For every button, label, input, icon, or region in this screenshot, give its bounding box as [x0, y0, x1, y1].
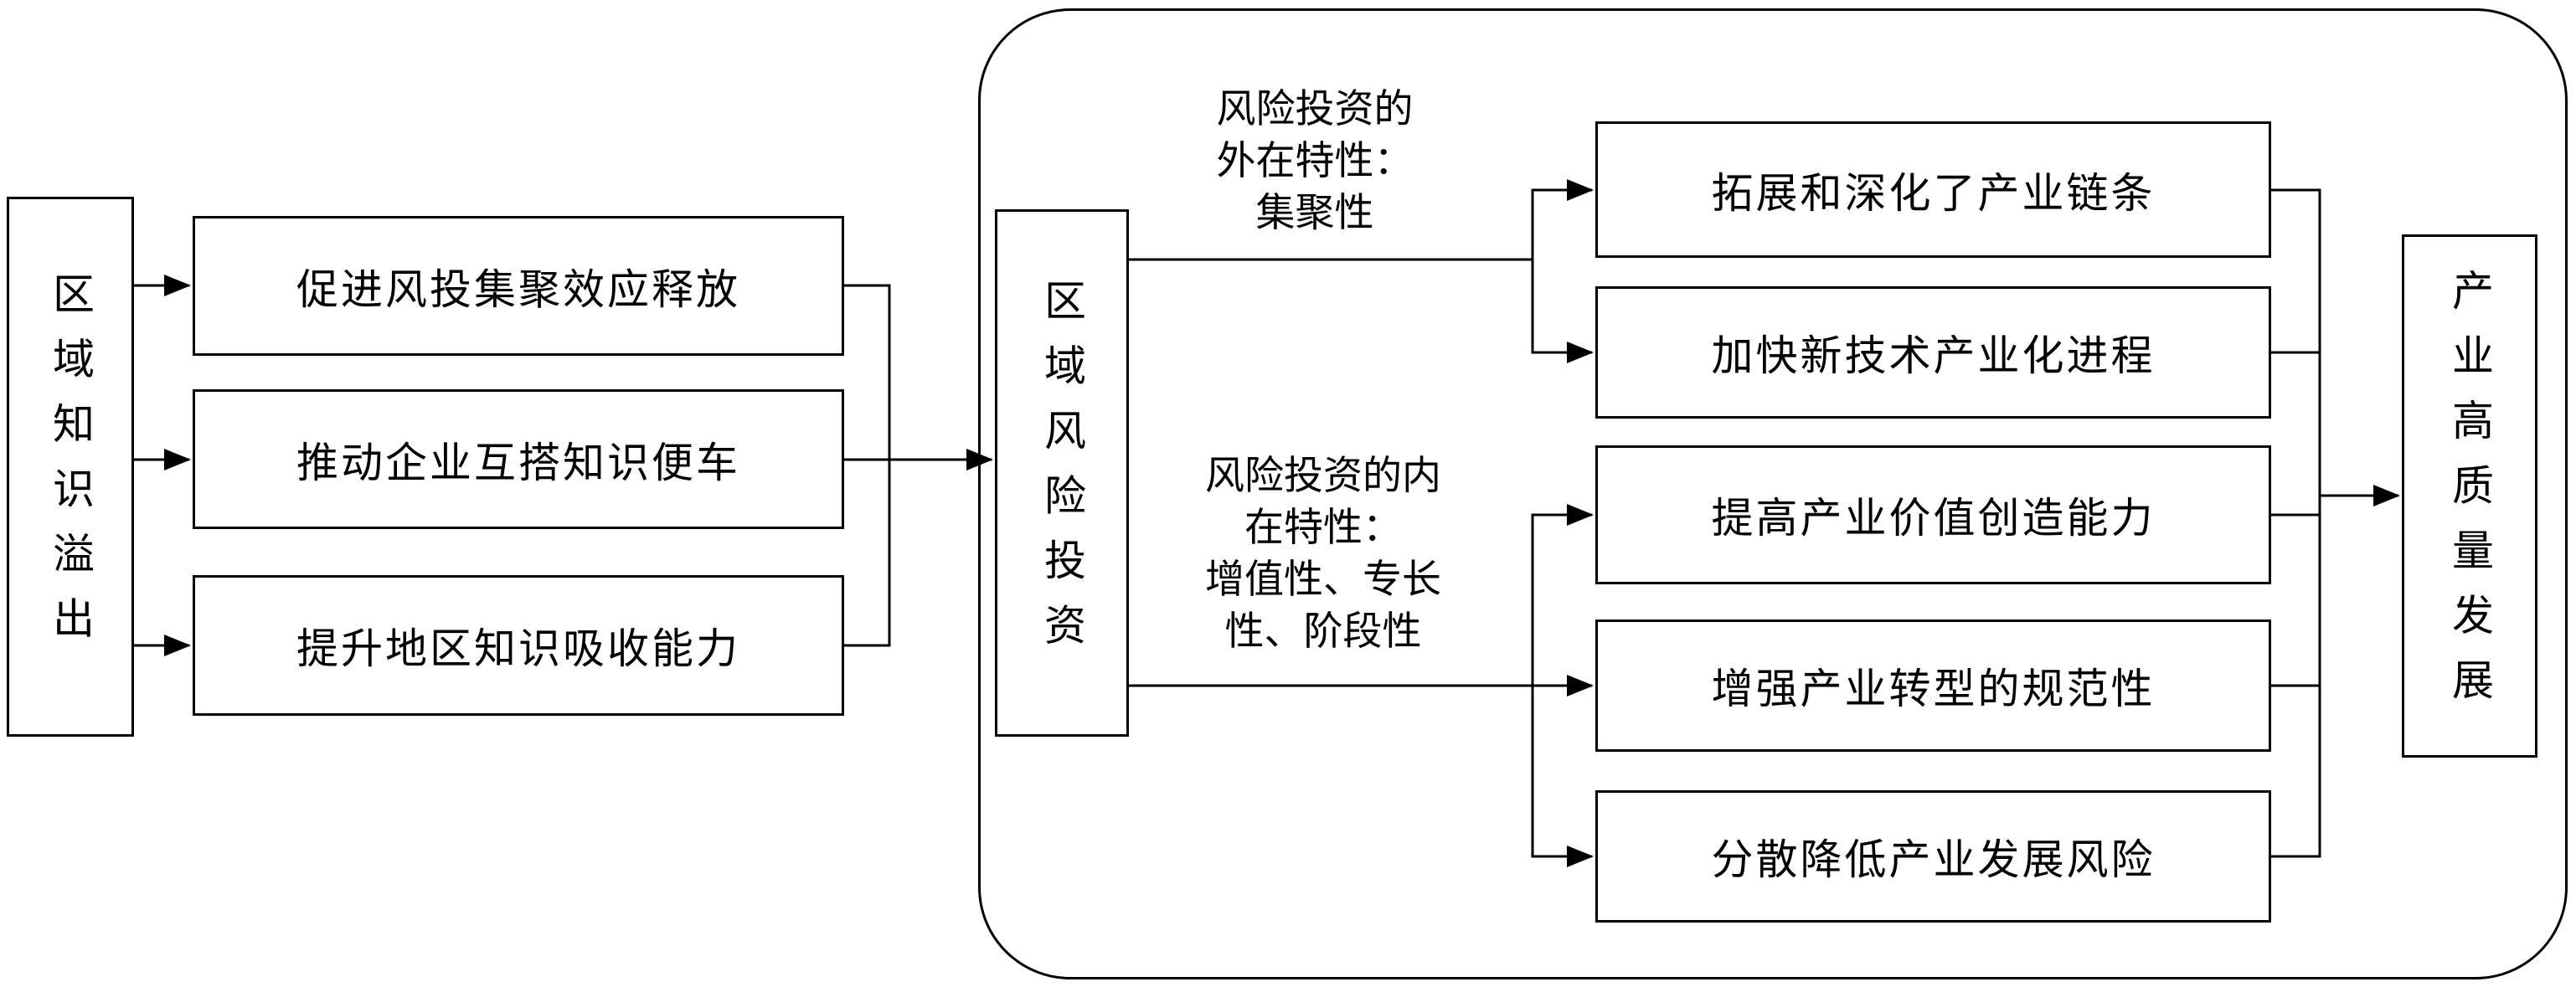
mechanism-label-2: 推动企业互搭知识便车: [296, 439, 740, 486]
mechanism-box-2: 推动企业互搭知识便车: [193, 389, 844, 529]
mechanism-label-3: 提升地区知识吸收能力: [296, 625, 740, 672]
effect-label-5: 分散降低产业发展风险: [1711, 836, 2156, 883]
internal-traits-label: 风险投资的内 在特性： 增值性、专长 性、阶段性: [1205, 455, 1441, 654]
outcome-label: 产业高质量发展: [2446, 269, 2493, 723]
center-box: 区域风险投资: [995, 209, 1129, 737]
mechanism-box-1: 促进风投集聚效应释放: [193, 216, 844, 356]
mechanism-box-3: 提升地区知识吸收能力: [193, 575, 844, 716]
center-label: 区域风险投资: [1038, 278, 1085, 668]
effect-label-4: 增强产业转型的规范性: [1711, 666, 2156, 712]
source-box: 区域知识溢出: [7, 197, 134, 737]
effect-box-2: 加快新技术产业化进程: [1595, 286, 2271, 419]
mechanism-label-1: 促进风投集聚效应释放: [296, 265, 740, 313]
outcome-box: 产业高质量发展: [2402, 234, 2537, 758]
effect-label-1: 拓展和深化了产业链条: [1711, 169, 2156, 217]
effect-box-1: 拓展和深化了产业链条: [1595, 121, 2271, 258]
effect-label-3: 提高产业价值创造能力: [1711, 495, 2156, 542]
effect-box-3: 提高产业价值创造能力: [1595, 445, 2271, 584]
effect-box-5: 分散降低产业发展风险: [1595, 790, 2271, 923]
effect-box-4: 增强产业转型的规范性: [1595, 619, 2271, 752]
effect-label-2: 加快新技术产业化进程: [1711, 332, 2156, 379]
external-traits-label: 风险投资的 外在特性： 集聚性: [1216, 88, 1414, 235]
source-label: 区域知识溢出: [47, 272, 94, 661]
venture-capital-group-frame: [978, 8, 2568, 979]
